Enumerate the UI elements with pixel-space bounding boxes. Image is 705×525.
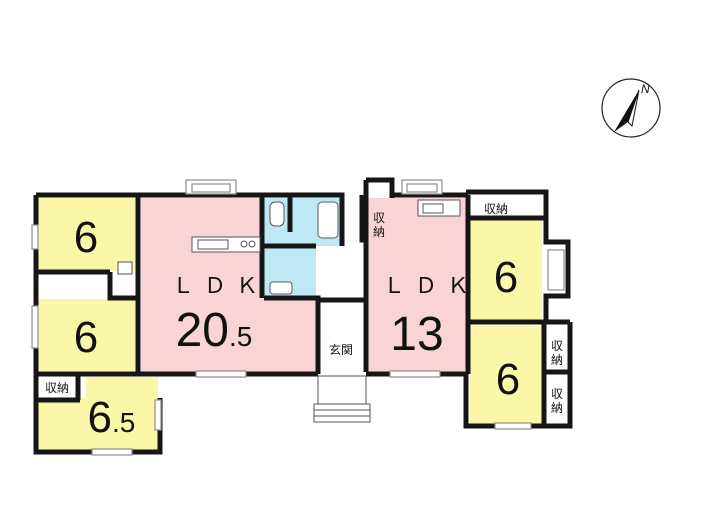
- toilet: [269, 201, 285, 227]
- room-ldk-left: [141, 198, 316, 372]
- step-2: [313, 409, 371, 417]
- room-west-storage: [38, 377, 76, 398]
- window-west-top: [31, 224, 39, 250]
- kitchen-counter-right: [417, 199, 461, 217]
- room-east-top-storage-label: 収納: [484, 202, 508, 216]
- room-ldk-right-title: ＬＤＫ: [383, 273, 479, 298]
- windows: [31, 179, 565, 456]
- compass: N: [601, 78, 661, 138]
- window-west-bottom: [91, 448, 133, 456]
- step-1: [313, 403, 371, 411]
- window-ldk-right-bottom: [389, 370, 441, 378]
- room-east-bottom-size: 6: [496, 355, 520, 404]
- room-west-bottom-fraction: .5: [112, 407, 135, 438]
- north-arrow-icon: [614, 89, 640, 132]
- window-west-bottom-east: [154, 399, 162, 431]
- room-east-bottom: [470, 326, 542, 424]
- entrance-steps: [313, 375, 371, 423]
- labels: 6 6 収納 6 .5 ＬＤＫ 20 .5 玄関 収 納 ＬＤＫ 13 6 収納…: [45, 202, 563, 442]
- window-east-bottom: [494, 422, 532, 430]
- fixtures: [117, 199, 461, 295]
- east-storage-b-label-1: 収: [551, 387, 563, 401]
- room-east-top: [470, 220, 542, 320]
- entrance-label: 玄関: [329, 342, 353, 357]
- step-3: [313, 415, 371, 423]
- room-west-bottom: [38, 377, 158, 450]
- east-storage-b-label-2: 納: [551, 401, 563, 415]
- kitchen-counter: [191, 236, 261, 253]
- top-storage-label-1: 収: [373, 211, 385, 225]
- bathtub: [317, 201, 339, 239]
- room-west-bottom-size: 6: [88, 393, 112, 442]
- sink-west: [117, 261, 133, 275]
- entrance-porch: [317, 375, 367, 405]
- room-ldk-left-title: ＬＤＫ: [172, 273, 268, 298]
- window-ldk-left-bottom: [195, 370, 247, 378]
- window-east-top: [547, 249, 565, 291]
- room-ldk-left-size: 20: [176, 304, 229, 357]
- room-west-mid: [38, 299, 135, 371]
- room-east-top-size: 6: [494, 253, 518, 302]
- room-fills: [38, 198, 542, 450]
- room-ldk-right: [368, 198, 466, 372]
- room-west-top-size: 6: [74, 213, 98, 262]
- room-ldk-left-fraction: .5: [229, 321, 252, 352]
- room-ldk-right-size: 13: [390, 308, 443, 361]
- room-hall: [316, 246, 368, 372]
- east-storage-a-label-2: 納: [551, 353, 563, 367]
- closet-west: [38, 273, 93, 299]
- north-label: N: [641, 82, 650, 96]
- room-west-top: [38, 198, 135, 271]
- window-west-mid: [31, 305, 39, 349]
- east-storage-a-label-1: 収: [551, 339, 563, 353]
- room-west-storage-label: 収納: [45, 381, 69, 395]
- top-storage-label-2: 納: [373, 225, 385, 239]
- wash-basin: [269, 281, 293, 295]
- room-west-mid-size: 6: [74, 313, 98, 362]
